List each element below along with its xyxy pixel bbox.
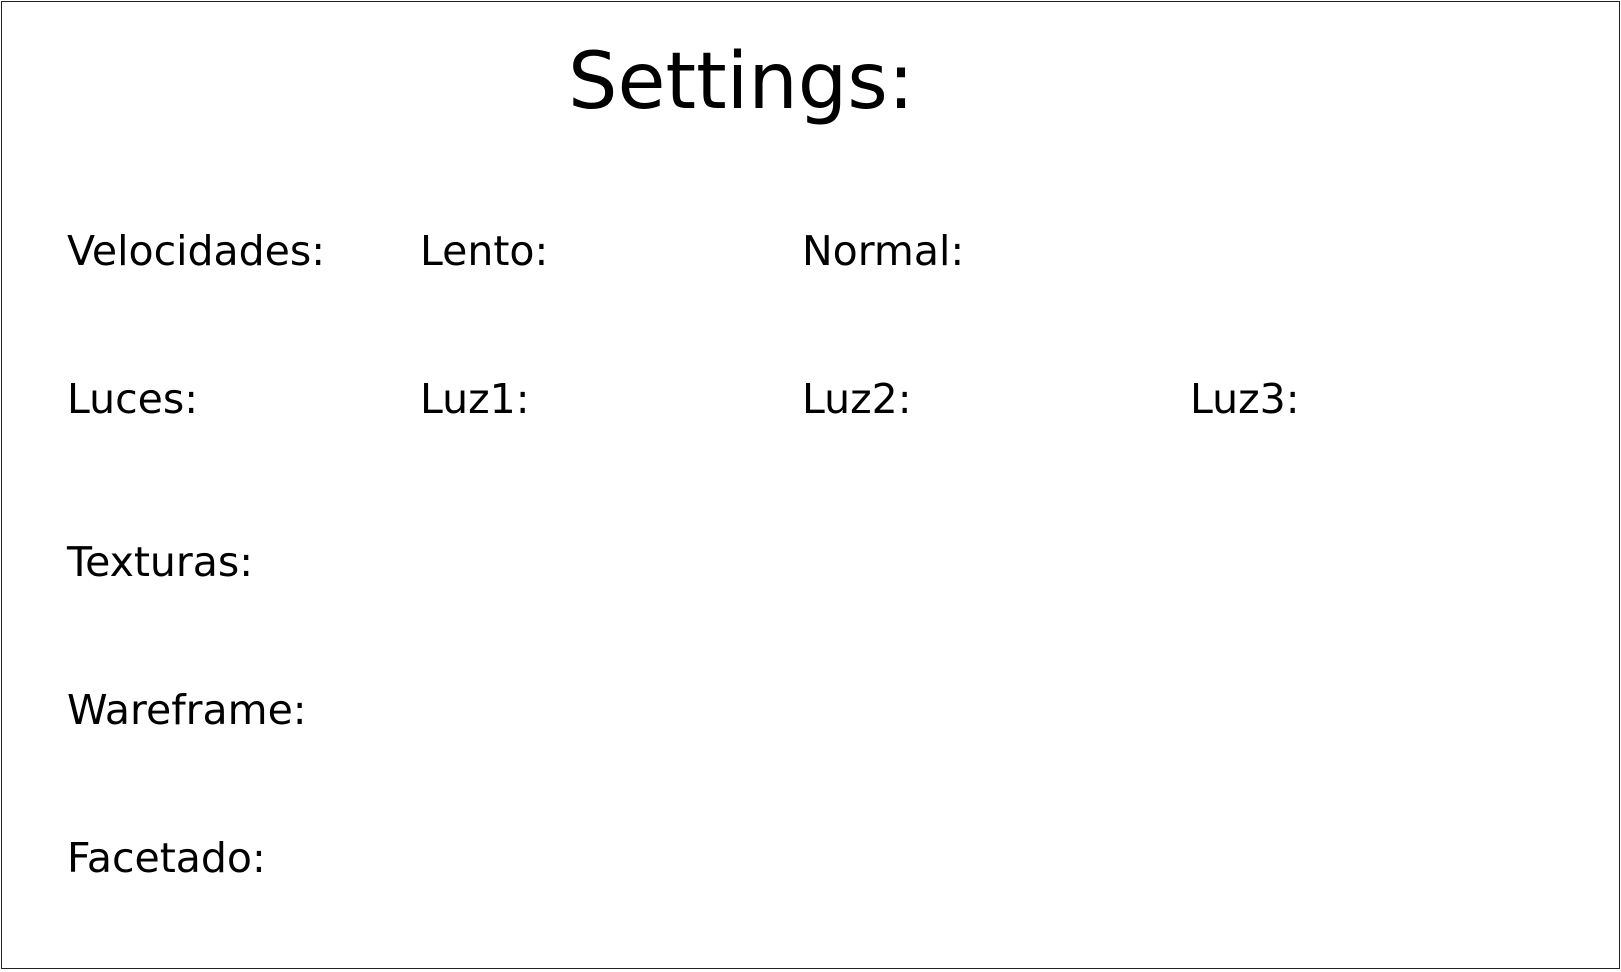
settings-title: Settings: [568, 37, 915, 127]
velocidades-label: Velocidades: [67, 227, 326, 275]
light-option-luz3[interactable]: Luz3: [1190, 375, 1300, 423]
light-option-luz1[interactable]: Luz1: [420, 375, 530, 423]
luces-label: Luces: [67, 375, 199, 423]
facetado-label: Facetado: [67, 834, 266, 882]
wareframe-label: Wareframe: [67, 686, 307, 734]
light-option-luz2[interactable]: Luz2: [802, 375, 912, 423]
texturas-label: Texturas: [67, 538, 254, 586]
speed-option-normal[interactable]: Normal: [802, 227, 965, 275]
speed-option-lento[interactable]: Lento: [420, 227, 549, 275]
